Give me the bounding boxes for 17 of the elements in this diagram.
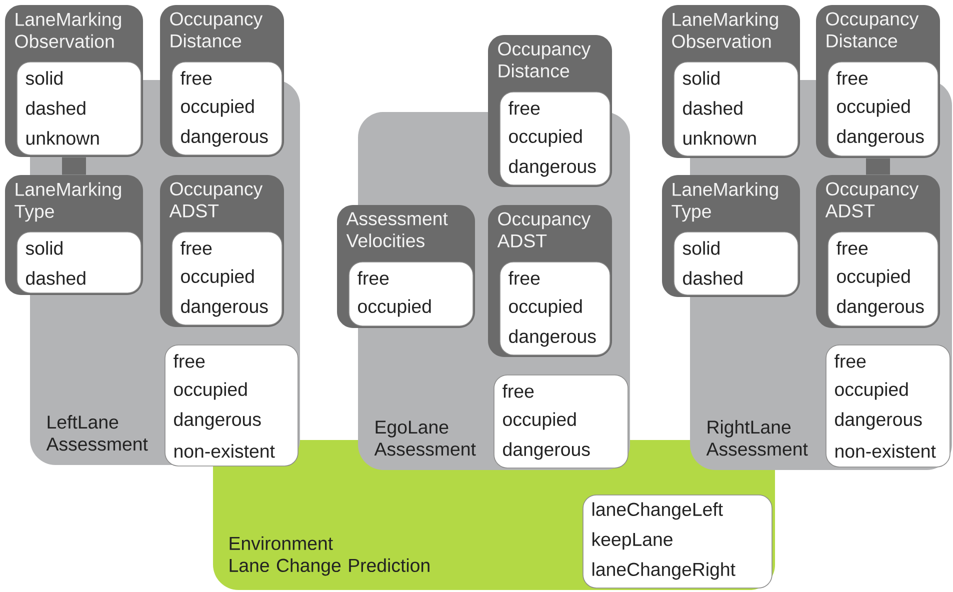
connector-bar [62, 157, 86, 175]
state-list-box: free occupied dangerous [172, 62, 282, 156]
state-list-box: solid dashed unknown [16, 62, 142, 156]
state-list-box: free occupied dangerous [500, 92, 610, 186]
state-list-box: solid dashed [674, 232, 798, 296]
state-list-box: free occupied dangerous non-existent [164, 344, 298, 466]
state-list-box: free occupied [348, 262, 474, 326]
state-list-box: free occupied dangerous [828, 232, 938, 326]
state-list-box: free occupied dangerous [828, 62, 938, 156]
state-list-box: solid dashed unknown [674, 62, 798, 156]
state-list-box: solid dashed [16, 232, 142, 294]
state-list-box: free occupied dangerous non-existent [826, 344, 950, 468]
state-list-box: free occupied dangerous [172, 232, 282, 326]
state-list-box: free occupied dangerous [494, 374, 628, 468]
state-list-box: free occupied dangerous [500, 262, 610, 356]
connector-bar [866, 158, 890, 175]
state-list-box: laneChangeLeft keepLane laneChangeRight [582, 494, 772, 588]
